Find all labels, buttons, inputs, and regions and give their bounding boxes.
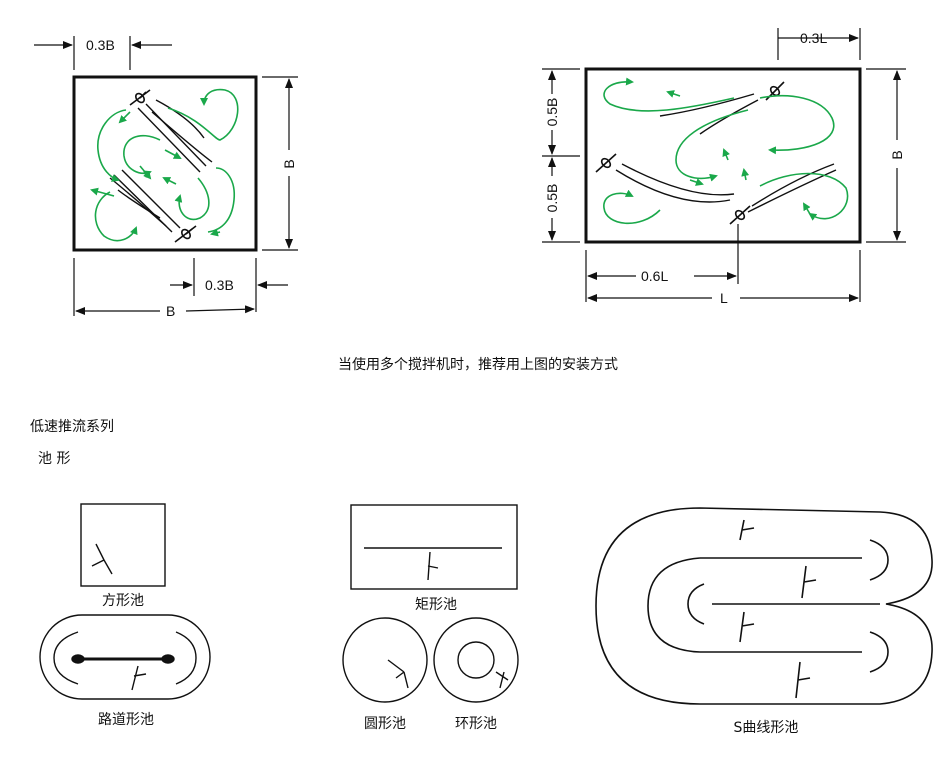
dim-square-top [34,36,172,70]
dim-square-bottom-inner [170,258,288,312]
label-ring-pool: 环形池 [455,716,497,732]
rectangle-pool-shape [350,504,518,590]
label-track-pool: 路道形池 [98,712,154,728]
dim-label-square-right: B [281,159,297,168]
dim-label-square-bottom: B [166,303,175,319]
dim-label-square-bottom-inner: 0.3B [205,277,234,293]
circle-pool-shape [342,617,428,703]
square-pool-shape [80,503,166,587]
label-rectangle-pool: 矩形池 [415,597,457,613]
dim-label-rect-top: 0.3L [800,30,827,46]
dim-rect-bottom-inner [585,224,739,302]
jet-lines [109,99,213,233]
dim-label-rect-bottom: L [720,290,728,306]
mixer-icon [729,205,751,225]
diagram-caption: 当使用多个搅拌机时，推荐用上图的安装方式 [338,356,618,373]
dim-label-square-top: 0.3B [86,37,115,53]
dim-rect-top [777,28,861,60]
dim-label-rect-bottom-inner: 0.6L [641,268,668,284]
dim-rect-left [542,68,580,243]
dim-label-rect-right: B [889,150,905,159]
mixer-icon [174,225,197,243]
rect-tank-outline [584,67,862,244]
rect-tank-diagram: 0.3L 0.5B 0.5B B 0.6L [542,28,906,306]
dim-square-bottom [73,258,255,316]
label-s-curve-pool: S曲线形池 [734,720,799,736]
square-tank-outline [72,75,258,252]
mixer-icon [129,89,151,106]
ring-pool-shape [433,617,519,703]
dim-rect-right [866,68,906,243]
track-pool-shape [39,614,211,700]
mixer-icon [595,153,617,173]
flow-arrows [603,77,849,225]
square-tank-diagram: 0.3B B 0.3B B [34,36,298,319]
label-circle-pool: 圆形池 [364,716,406,732]
pool-shape-subtitle: 池 形 [38,451,70,467]
label-square-pool: 方形池 [102,593,144,609]
dim-square-right [262,76,298,251]
dim-label-rect-left-lower: 0.5B [544,184,560,213]
s-curve-pool-shape [595,507,933,705]
series-title: 低速推流系列 [30,419,114,435]
dim-rect-bottom [587,250,861,302]
jet-lines [615,93,837,213]
flow-arrows [90,88,239,242]
dim-label-rect-left-upper: 0.5B [544,98,560,127]
